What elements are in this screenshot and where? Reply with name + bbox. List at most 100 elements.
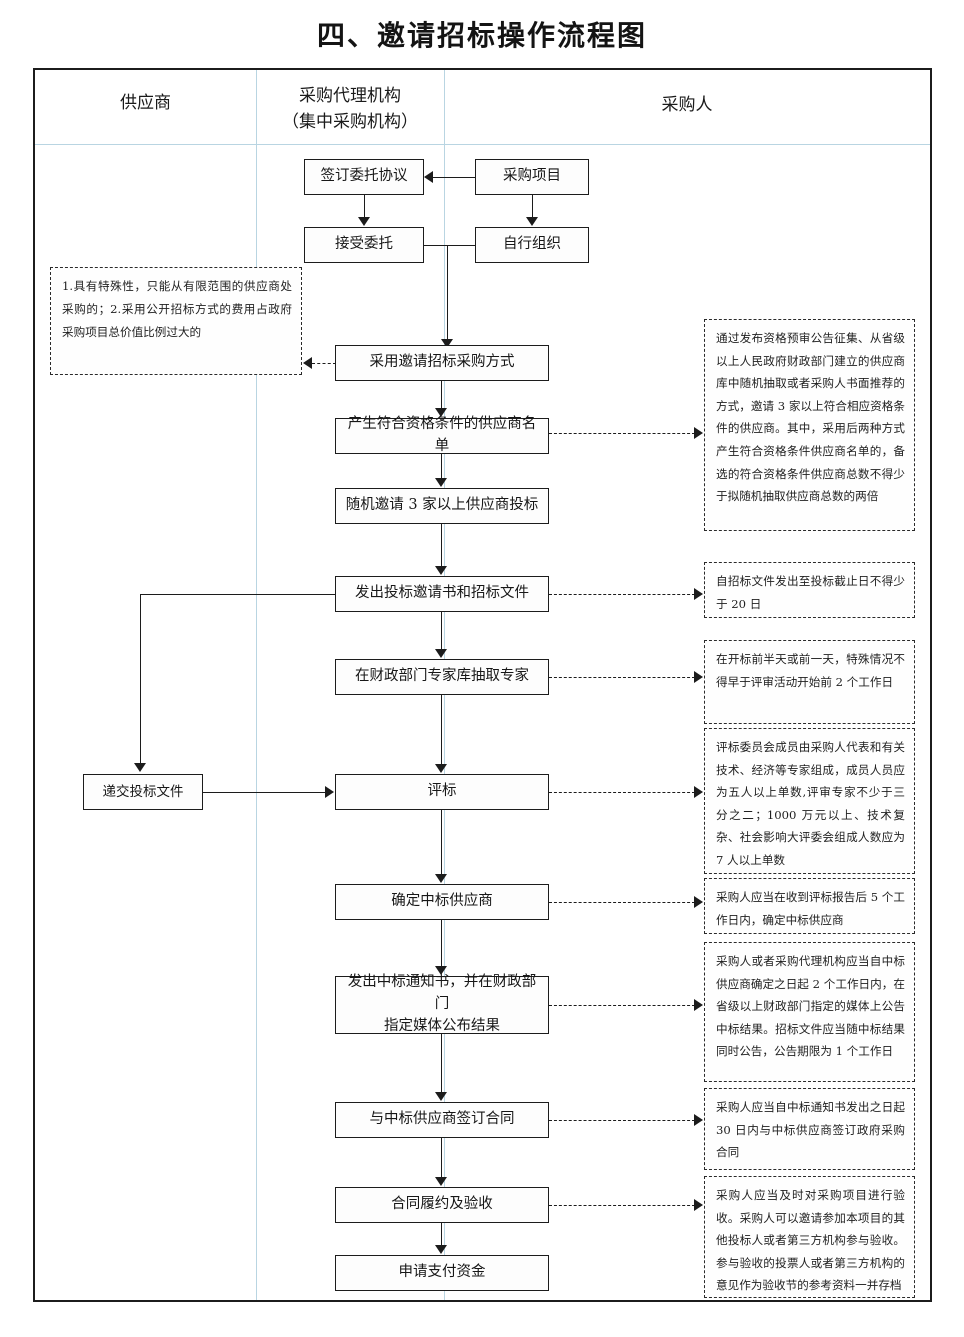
note-invitation-deadline: 自招标文件发出至投标截止日不得少于 20 日: [704, 562, 915, 618]
page-title: 四、邀请招标操作流程图: [316, 19, 647, 52]
note-expert-drawing-time: 在开标前半天或前一天，特殊情况不得早于评审活动开始前 2 个工作日: [704, 640, 915, 724]
node-perform-and-accept[interactable]: 合同履约及验收: [335, 1187, 549, 1223]
note-qualified-list: 通过发布资格预审公告征集、从省级以上人民政府财政部门建立的供应商库中随机抽取或者…: [704, 319, 915, 531]
arrowhead-join-to-adopt: [441, 339, 453, 348]
connector-project-to-self: [532, 195, 533, 218]
node-issue-invitation[interactable]: 发出投标邀请书和招标文件: [335, 576, 549, 612]
node-apply-payment[interactable]: 申请支付资金: [335, 1255, 549, 1291]
arrowhead-issue-to-experts: [435, 649, 447, 658]
node-adopt-invited-tender[interactable]: 采用邀请招标采购方式: [335, 345, 549, 381]
node-sign-entrust-label: 签订委托协议: [320, 168, 408, 185]
connector-contract-to-perform: [441, 1138, 442, 1178]
node-determine-winner-label: 确定中标供应商: [391, 893, 493, 910]
connector-project-to-sign: [433, 177, 475, 178]
arrowhead-issue-to-note: [694, 588, 703, 600]
connector-submit-to-evaluate: [203, 792, 326, 793]
dash-connector-notice-to-note: [549, 1005, 695, 1006]
node-accept-entrust-label: 接受委托: [335, 236, 393, 253]
node-submit-bid-documents[interactable]: 递交投标文件: [83, 774, 203, 810]
arrowhead-list-to-invite: [435, 478, 447, 487]
note-acceptance-text: 采购人应当及时对采购项目进行验收。采购人可以邀请参加本项目的其他投标人或者第三方…: [716, 1188, 905, 1293]
node-evaluate-bid-label: 评标: [427, 783, 457, 800]
note-invitation-deadline-text: 自招标文件发出至投标截止日不得少于 20 日: [716, 574, 905, 611]
connector-list-to-invite: [441, 454, 442, 479]
connector-issue-to-experts: [441, 612, 442, 650]
node-purchase-project[interactable]: 采购项目: [475, 159, 589, 195]
note-evaluation-committee-text: 评标委员会成员由采购人代表和有关技术、经济等专家组成，成员人员应为五人以上单数,…: [716, 740, 905, 867]
node-draw-experts[interactable]: 在财政部门专家库抽取专家: [335, 659, 549, 695]
arrowhead-experts-to-evaluate: [435, 764, 447, 773]
connector-winner-to-notice: [441, 920, 442, 967]
arrowhead-notice-to-note: [694, 999, 703, 1011]
note-invited-tender-conditions-text: 1.具有特殊性，只能从有限范围的供应商处采购的；2.采用公开招标方式的费用占政府…: [62, 279, 292, 340]
note-qualified-list-text: 通过发布资格预审公告征集、从省级以上人民政府财政部门建立的供应商库中随机抽取或者…: [716, 331, 905, 504]
arrowhead-submit-to-evaluate: [325, 786, 334, 798]
lane-header-purchaser: 采购人: [444, 92, 930, 118]
dash-connector-perform-to-note: [549, 1205, 695, 1206]
dash-connector-experts-to-note: [549, 677, 695, 678]
arrowhead-winner-to-note: [694, 896, 703, 908]
note-determine-winner-time-text: 采购人应当在收到评标报告后 5 个工作日内，确定中标供应商: [716, 890, 905, 927]
dash-connector-evaluate-to-note: [549, 792, 695, 793]
dash-connector-contract-to-note: [549, 1120, 695, 1121]
arrowhead-adopt-to-leftnote: [303, 357, 312, 369]
note-publish-result: 采购人或者采购代理机构应当自中标供应商确定之日起 2 个工作日内，在省级以上财政…: [704, 942, 915, 1082]
note-determine-winner-time: 采购人应当在收到评标报告后 5 个工作日内，确定中标供应商: [704, 878, 915, 934]
arrowhead-evaluate-to-winner: [435, 874, 447, 883]
lane-header-agency-label: 采购代理机构: [299, 86, 401, 106]
node-accept-entrust[interactable]: 接受委托: [304, 227, 424, 263]
node-perform-and-accept-label: 合同履约及验收: [391, 1196, 493, 1213]
arrowhead-issue-to-submit: [134, 763, 146, 772]
arrowhead-perform-to-note: [694, 1199, 703, 1211]
lane-header-agency-sublabel: （集中采购机构）: [282, 112, 418, 133]
note-invited-tender-conditions: 1.具有特殊性，只能从有限范围的供应商处采购的；2.采用公开招标方式的费用占政府…: [50, 267, 302, 375]
lane-divider-1: [256, 70, 257, 1300]
node-issue-win-notice-label-line2: 指定媒体公布结果: [384, 1017, 500, 1034]
note-contract-deadline: 采购人应当自中标通知书发出之日起 30 日内与中标供应商签订政府采购合同: [704, 1088, 915, 1170]
node-sign-contract[interactable]: 与中标供应商签订合同: [335, 1102, 549, 1138]
connector-issue-to-submit-v: [140, 594, 141, 764]
arrowhead-project-to-sign: [424, 171, 433, 183]
node-qualified-supplier-list[interactable]: 产生符合资格条件的供应商名单: [335, 416, 549, 454]
connector-issue-to-submit-h: [140, 594, 336, 595]
node-invite-three-suppliers[interactable]: 随机邀请 3 家以上供应商投标: [335, 488, 549, 524]
dash-connector-adopt-to-leftnote: [312, 363, 336, 364]
arrowhead-sign-to-accept: [358, 217, 370, 226]
node-determine-winner[interactable]: 确定中标供应商: [335, 884, 549, 920]
dash-connector-list-to-note: [549, 433, 695, 434]
connector-adopt-to-list: [441, 381, 442, 409]
arrowhead-winner-to-notice: [435, 966, 447, 975]
node-apply-payment-label: 申请支付资金: [398, 1264, 486, 1281]
flowchart-frame: 供应商 采购代理机构 （集中采购机构） 采购人 签订委托协议 采购项目 接受委托…: [33, 68, 932, 1302]
node-issue-invitation-label: 发出投标邀请书和招标文件: [355, 585, 529, 602]
connector-notice-to-contract: [441, 1034, 442, 1093]
arrowhead-adopt-to-list: [435, 408, 447, 417]
note-contract-deadline-text: 采购人应当自中标通知书发出之日起 30 日内与中标供应商签订政府采购合同: [716, 1100, 905, 1160]
note-expert-drawing-time-text: 在开标前半天或前一天，特殊情况不得早于评审活动开始前 2 个工作日: [716, 652, 905, 689]
node-sign-contract-label: 与中标供应商签订合同: [369, 1111, 515, 1128]
connector-evaluate-to-winner: [441, 810, 442, 875]
connector-invite-to-issue: [441, 524, 442, 567]
arrowhead-project-to-self: [526, 217, 538, 226]
note-acceptance: 采购人应当及时对采购项目进行验收。采购人可以邀请参加本项目的其他投标人或者第三方…: [704, 1176, 915, 1298]
node-adopt-invited-tender-label: 采用邀请招标采购方式: [369, 354, 515, 371]
arrowhead-invite-to-issue: [435, 566, 447, 575]
arrowhead-experts-to-note: [694, 671, 703, 683]
node-self-organize[interactable]: 自行组织: [475, 227, 589, 263]
arrowhead-contract-to-note: [694, 1114, 703, 1126]
node-self-organize-label: 自行组织: [503, 236, 561, 253]
lane-header-agency: 采购代理机构 （集中采购机构）: [256, 83, 444, 136]
arrowhead-contract-to-perform: [435, 1177, 447, 1186]
note-evaluation-committee: 评标委员会成员由采购人代表和有关技术、经济等专家组成，成员人员应为五人以上单数,…: [704, 728, 915, 874]
node-sign-entrust[interactable]: 签订委托协议: [304, 159, 424, 195]
connector-join-vertical: [447, 245, 448, 349]
note-publish-result-text: 采购人或者采购代理机构应当自中标供应商确定之日起 2 个工作日内，在省级以上财政…: [716, 954, 905, 1059]
node-issue-win-notice[interactable]: 发出中标通知书，并在财政部门 指定媒体公布结果: [335, 974, 549, 1034]
lane-header-supplier-label: 供应商: [120, 93, 171, 113]
node-evaluate-bid[interactable]: 评标: [335, 774, 549, 810]
node-qualified-supplier-list-label: 产生符合资格条件的供应商名单: [347, 416, 537, 454]
connector-perform-to-payment: [441, 1223, 442, 1246]
node-invite-three-suppliers-label: 随机邀请 3 家以上供应商投标: [345, 497, 539, 514]
lane-header-purchaser-label: 采购人: [661, 95, 713, 115]
